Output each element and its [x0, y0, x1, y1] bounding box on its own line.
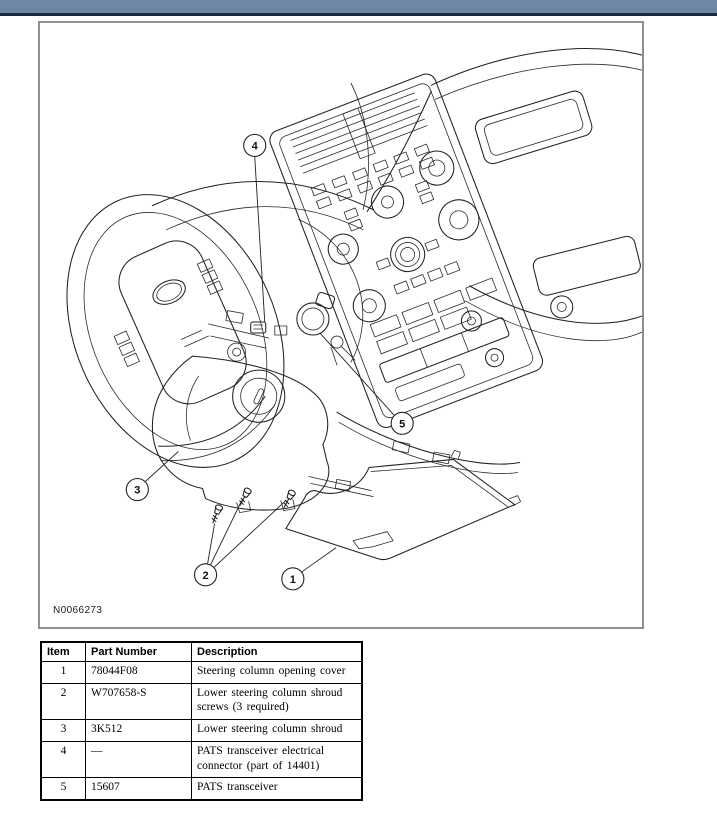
pats-transceiver: [296, 291, 356, 366]
callout-2-leader-b: [210, 500, 243, 565]
part-number-cell: W707658-S: [85, 682, 192, 721]
air-vent: [290, 92, 428, 174]
figure-number: N0066273: [53, 605, 103, 616]
callout-2-leader-a: [207, 523, 216, 564]
col-header-description: Description: [191, 641, 363, 662]
callout-2: 2: [193, 563, 218, 587]
lower-column-shroud: [151, 355, 374, 514]
part-number-cell: 78044F08: [85, 661, 192, 684]
svg-text:1: 1: [290, 574, 296, 586]
callout-3: 3: [125, 477, 149, 502]
table-row: 3 3K512 Lower steering column shroud: [40, 719, 363, 742]
center-stack: [269, 73, 544, 428]
item-cell: 1: [40, 661, 86, 684]
svg-text:2: 2: [202, 570, 208, 582]
figure-frame: 4 5 3 2 1 N0066273: [38, 21, 644, 629]
svg-text:3: 3: [134, 485, 140, 497]
table-row: 1 78044F08 Steering column opening cover: [40, 661, 363, 684]
page-header-bar: [0, 0, 717, 13]
callout-4: 4: [243, 133, 267, 157]
description-cell: Steering column opening cover: [191, 661, 363, 684]
table-row: 4 — PATS transceiver electrical connecto…: [40, 740, 363, 779]
callout-5-leader: [319, 332, 395, 416]
callout-leaders: [145, 156, 395, 573]
table-header-row: Item Part Number Description: [40, 641, 363, 662]
svg-text:5: 5: [399, 418, 405, 430]
item-cell: 2: [40, 682, 86, 721]
part-number-cell: 3K512: [85, 719, 192, 742]
parts-table: Item Part Number Description 1 78044F08 …: [40, 641, 363, 802]
description-cell: Lower steering column shroud screws (3 r…: [191, 682, 363, 721]
steering-wheel: [66, 194, 285, 468]
callout-4-leader: [254, 156, 266, 323]
item-cell: 5: [40, 777, 86, 801]
item-cell: 3: [40, 719, 86, 742]
description-cell: Lower steering column shroud: [191, 719, 363, 742]
shroud-screws: [208, 486, 297, 525]
table-row: 5 15607 PATS transceiver: [40, 777, 363, 801]
description-cell: PATS transceiver electrical connector (p…: [191, 740, 363, 779]
description-cell: PATS transceiver: [191, 777, 363, 801]
part-number-cell: —: [85, 740, 192, 779]
callout-3-leader: [145, 451, 179, 482]
table-row: 2 W707658-S Lower steering column shroud…: [40, 682, 363, 721]
wheel-switches: [113, 258, 224, 368]
part-number-cell: 15607: [85, 777, 192, 801]
item-cell: 4: [40, 740, 86, 779]
radio-buttons: [310, 143, 497, 355]
col-header-part-number: Part Number: [85, 641, 192, 662]
callout-2-leader-c: [213, 500, 287, 569]
page-header-underline: [0, 13, 717, 16]
callout-1: 1: [281, 567, 305, 591]
column-opening-cover: [285, 450, 521, 561]
steering-column: [208, 310, 288, 362]
radio-knobs: [327, 150, 480, 323]
pats-connector: [250, 321, 267, 334]
col-header-item: Item: [40, 641, 86, 662]
brand-oval-icon: [152, 279, 186, 305]
dashboard-outline: [151, 48, 642, 474]
steering-column-diagram: 4 5 3 2 1: [66, 48, 642, 591]
callout-5: 5: [390, 411, 414, 435]
callout-1-leader: [301, 547, 337, 573]
svg-text:4: 4: [252, 140, 259, 152]
